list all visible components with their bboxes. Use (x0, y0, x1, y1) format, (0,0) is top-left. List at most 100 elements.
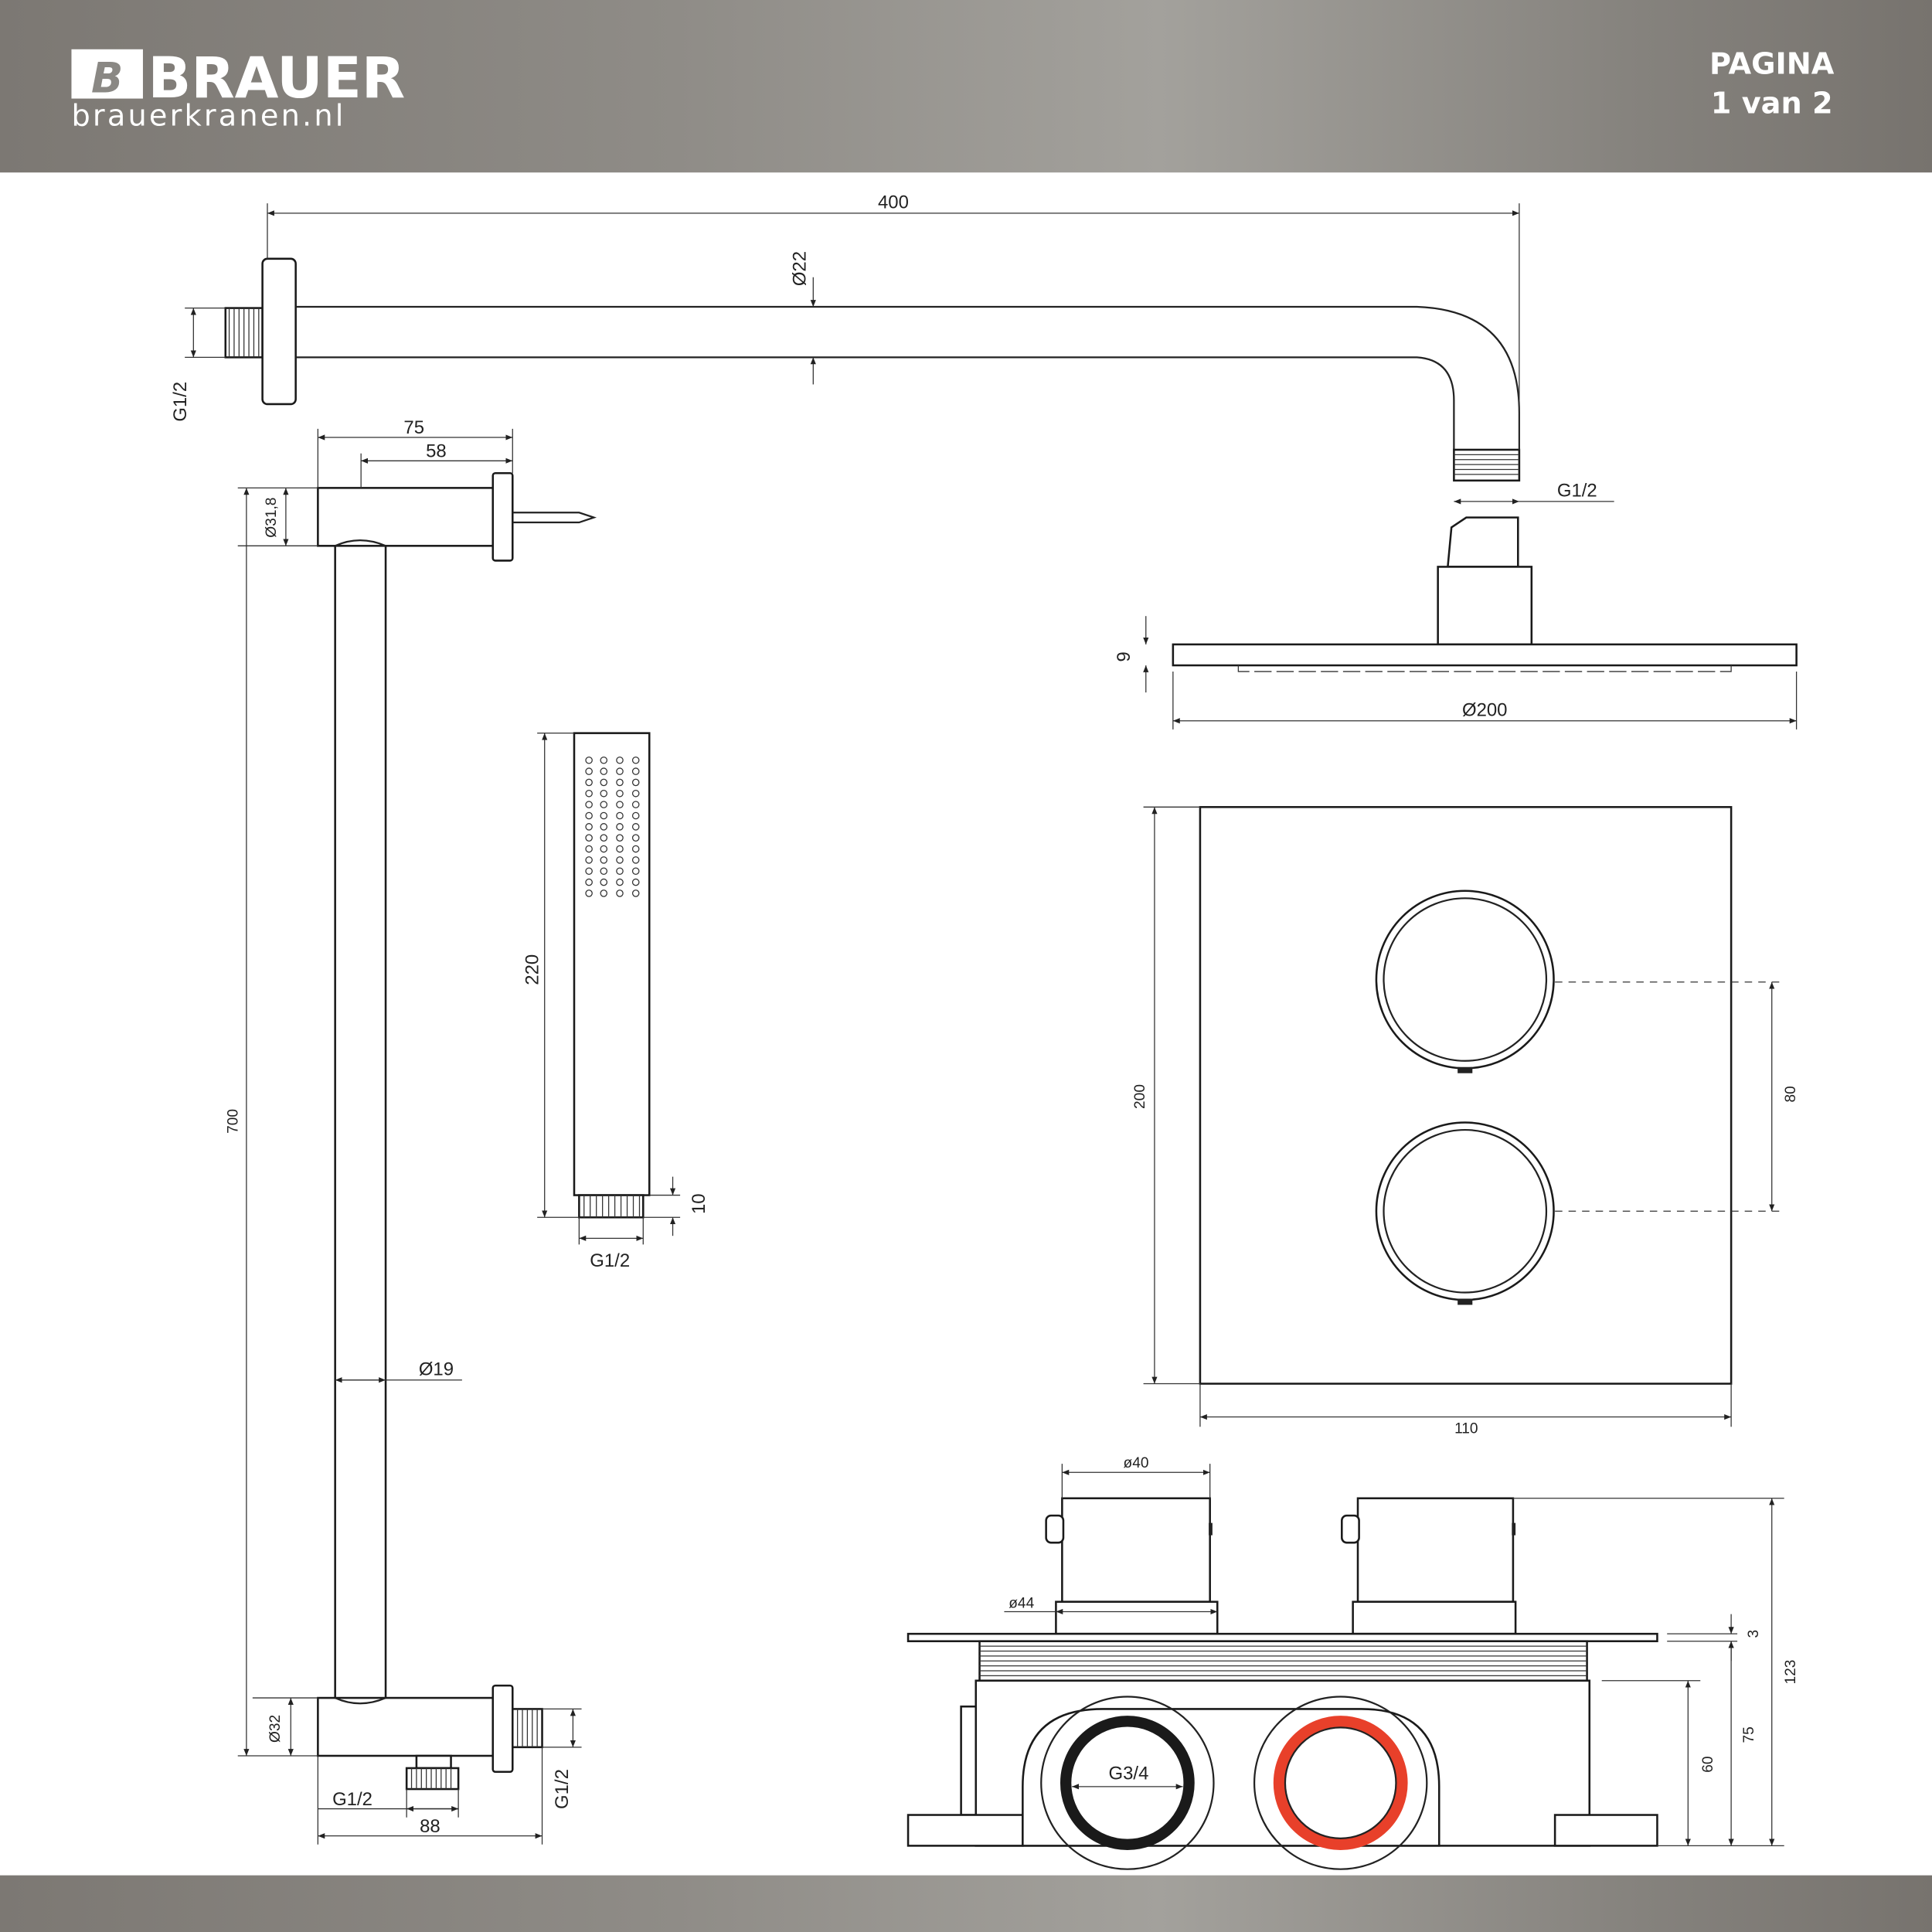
nozzle-dot (585, 845, 593, 853)
nozzle-dot (600, 778, 608, 787)
slide-bar: 75 58 Ø31,8 700 Ø19 Ø32 G1/2 88 G1/2 (226, 417, 597, 1845)
website-link[interactable]: brauerkranen.nl (71, 99, 345, 134)
nozzle-dot (585, 790, 593, 798)
nozzle-dot (616, 790, 624, 798)
nozzle-dot (631, 811, 640, 820)
arm-length-label: 400 (878, 192, 909, 213)
nozzle-dot (600, 811, 608, 820)
nozzle-dot (600, 790, 608, 798)
nozzle-dot (631, 867, 640, 876)
plate-height-label: 200 (1132, 1084, 1148, 1109)
nozzle-dot (616, 856, 624, 864)
footer-banner (0, 1875, 1932, 1932)
nozzle-dot (600, 889, 608, 897)
header-banner: B BRAUER brauerkranen.nl PAGINA 1 van 2 (0, 0, 1932, 173)
nozzle-dot (631, 823, 640, 831)
nozzle-dot (616, 834, 624, 842)
depth-75-label: 75 (1741, 1726, 1757, 1743)
bar-height-label: 700 (226, 1109, 242, 1134)
nozzle-dot (600, 856, 608, 864)
hand-thread-label: G1/2 (590, 1250, 630, 1271)
brand-name: BRAUER (148, 46, 405, 111)
nozzle-dot (585, 778, 593, 787)
nozzle-dot (616, 878, 624, 886)
plate-thickness-label: 3 (1746, 1630, 1762, 1638)
hand-shower-length-label: 220 (522, 954, 543, 985)
outlet-offset-label: 88 (420, 1816, 440, 1837)
top-bracket-diameter-label: Ø31,8 (264, 498, 280, 538)
nozzle-dots (585, 756, 640, 897)
mixer-body: G3/4 ø40 ø44 3 123 75 60 (906, 1455, 1799, 1870)
nozzle-dot (616, 801, 624, 808)
nozzle-dot (585, 756, 593, 764)
nozzle-dot (616, 778, 624, 787)
nozzle-dot (616, 756, 624, 764)
nozzle-dot (600, 845, 608, 853)
cold-inlet-ring (1060, 1716, 1195, 1850)
nozzle-dot (616, 767, 624, 775)
bracket-inner-label: 58 (426, 441, 447, 462)
plate-width-label: 110 (1454, 1420, 1478, 1437)
nozzle-dot (631, 801, 640, 808)
nozzle-dot (585, 867, 593, 876)
head-diameter-label: Ø200 (1462, 699, 1507, 720)
nozzle-dot (600, 767, 608, 775)
nozzle-dot (600, 834, 608, 842)
bracket-depth-label: 75 (403, 417, 424, 438)
nozzle-dot (631, 878, 640, 886)
rod-diameter-label: Ø19 (419, 1359, 454, 1379)
page-number: 1 van 2 (1711, 87, 1833, 121)
nozzle-dot (585, 878, 593, 886)
nozzle-dot (616, 889, 624, 897)
nozzle-dot (631, 845, 640, 853)
nozzle-dot (631, 790, 640, 798)
hand-shower: 220 10 G1/2 (522, 732, 709, 1271)
shower-head: 9 Ø200 (1114, 516, 1798, 730)
hand-thread-length-label: 10 (689, 1193, 709, 1214)
total-depth-label: 123 (1783, 1660, 1799, 1685)
nozzle-dot (600, 801, 608, 808)
nozzle-dot (616, 845, 624, 853)
nozzle-dot (631, 856, 640, 864)
knob-bottom (1375, 1121, 1555, 1305)
nozzle-dot (600, 867, 608, 876)
arm-wall-thread-label: G1/2 (170, 382, 191, 422)
head-thickness-label: 9 (1114, 651, 1134, 662)
svg-text:B: B (91, 54, 123, 103)
arm-head-thread-label: G1/2 (1557, 481, 1597, 502)
outlet-thread-label: G1/2 (332, 1789, 372, 1810)
nozzle-dot (585, 811, 593, 820)
nozzle-dot (600, 878, 608, 886)
rosette-diameter-label: ø44 (1009, 1596, 1034, 1612)
thermostat-plate: 80 200 110 (1132, 806, 1799, 1437)
logo-b-mark-icon (71, 49, 143, 99)
nozzle-dot (585, 767, 593, 775)
knob-diameter-label: ø40 (1124, 1455, 1149, 1471)
brauer-logo: B BRAUER brauerkranen.nl (71, 46, 405, 134)
inlet-thread-label: G3/4 (1109, 1763, 1149, 1784)
depth-60-label: 60 (1700, 1757, 1716, 1773)
nozzle-dot (600, 823, 608, 831)
arm-diameter-label: Ø22 (790, 251, 811, 286)
nozzle-dot (585, 834, 593, 842)
nozzle-dot (616, 867, 624, 876)
page-label: PAGINA (1709, 47, 1835, 82)
nozzle-dot (600, 756, 608, 764)
nozzle-dot (585, 801, 593, 808)
nozzle-dot (631, 767, 640, 775)
nozzle-dot (631, 756, 640, 764)
nozzle-dot (631, 889, 640, 897)
nozzle-dot (585, 856, 593, 864)
nozzle-dot (616, 823, 624, 831)
nozzle-dot (631, 834, 640, 842)
hot-inlet-ring (1273, 1716, 1408, 1850)
knob-spacing-label: 80 (1783, 1086, 1799, 1102)
shower-arm: 400 Ø22 G1/2 G1/2 (170, 192, 1614, 505)
nozzle-dot (616, 811, 624, 820)
bottom-bracket-diameter-label: Ø32 (267, 1715, 284, 1743)
nozzle-dot (631, 778, 640, 787)
nozzle-dot (585, 889, 593, 897)
bar-wall-thread-label: G1/2 (552, 1769, 573, 1809)
knob-top (1375, 889, 1555, 1073)
